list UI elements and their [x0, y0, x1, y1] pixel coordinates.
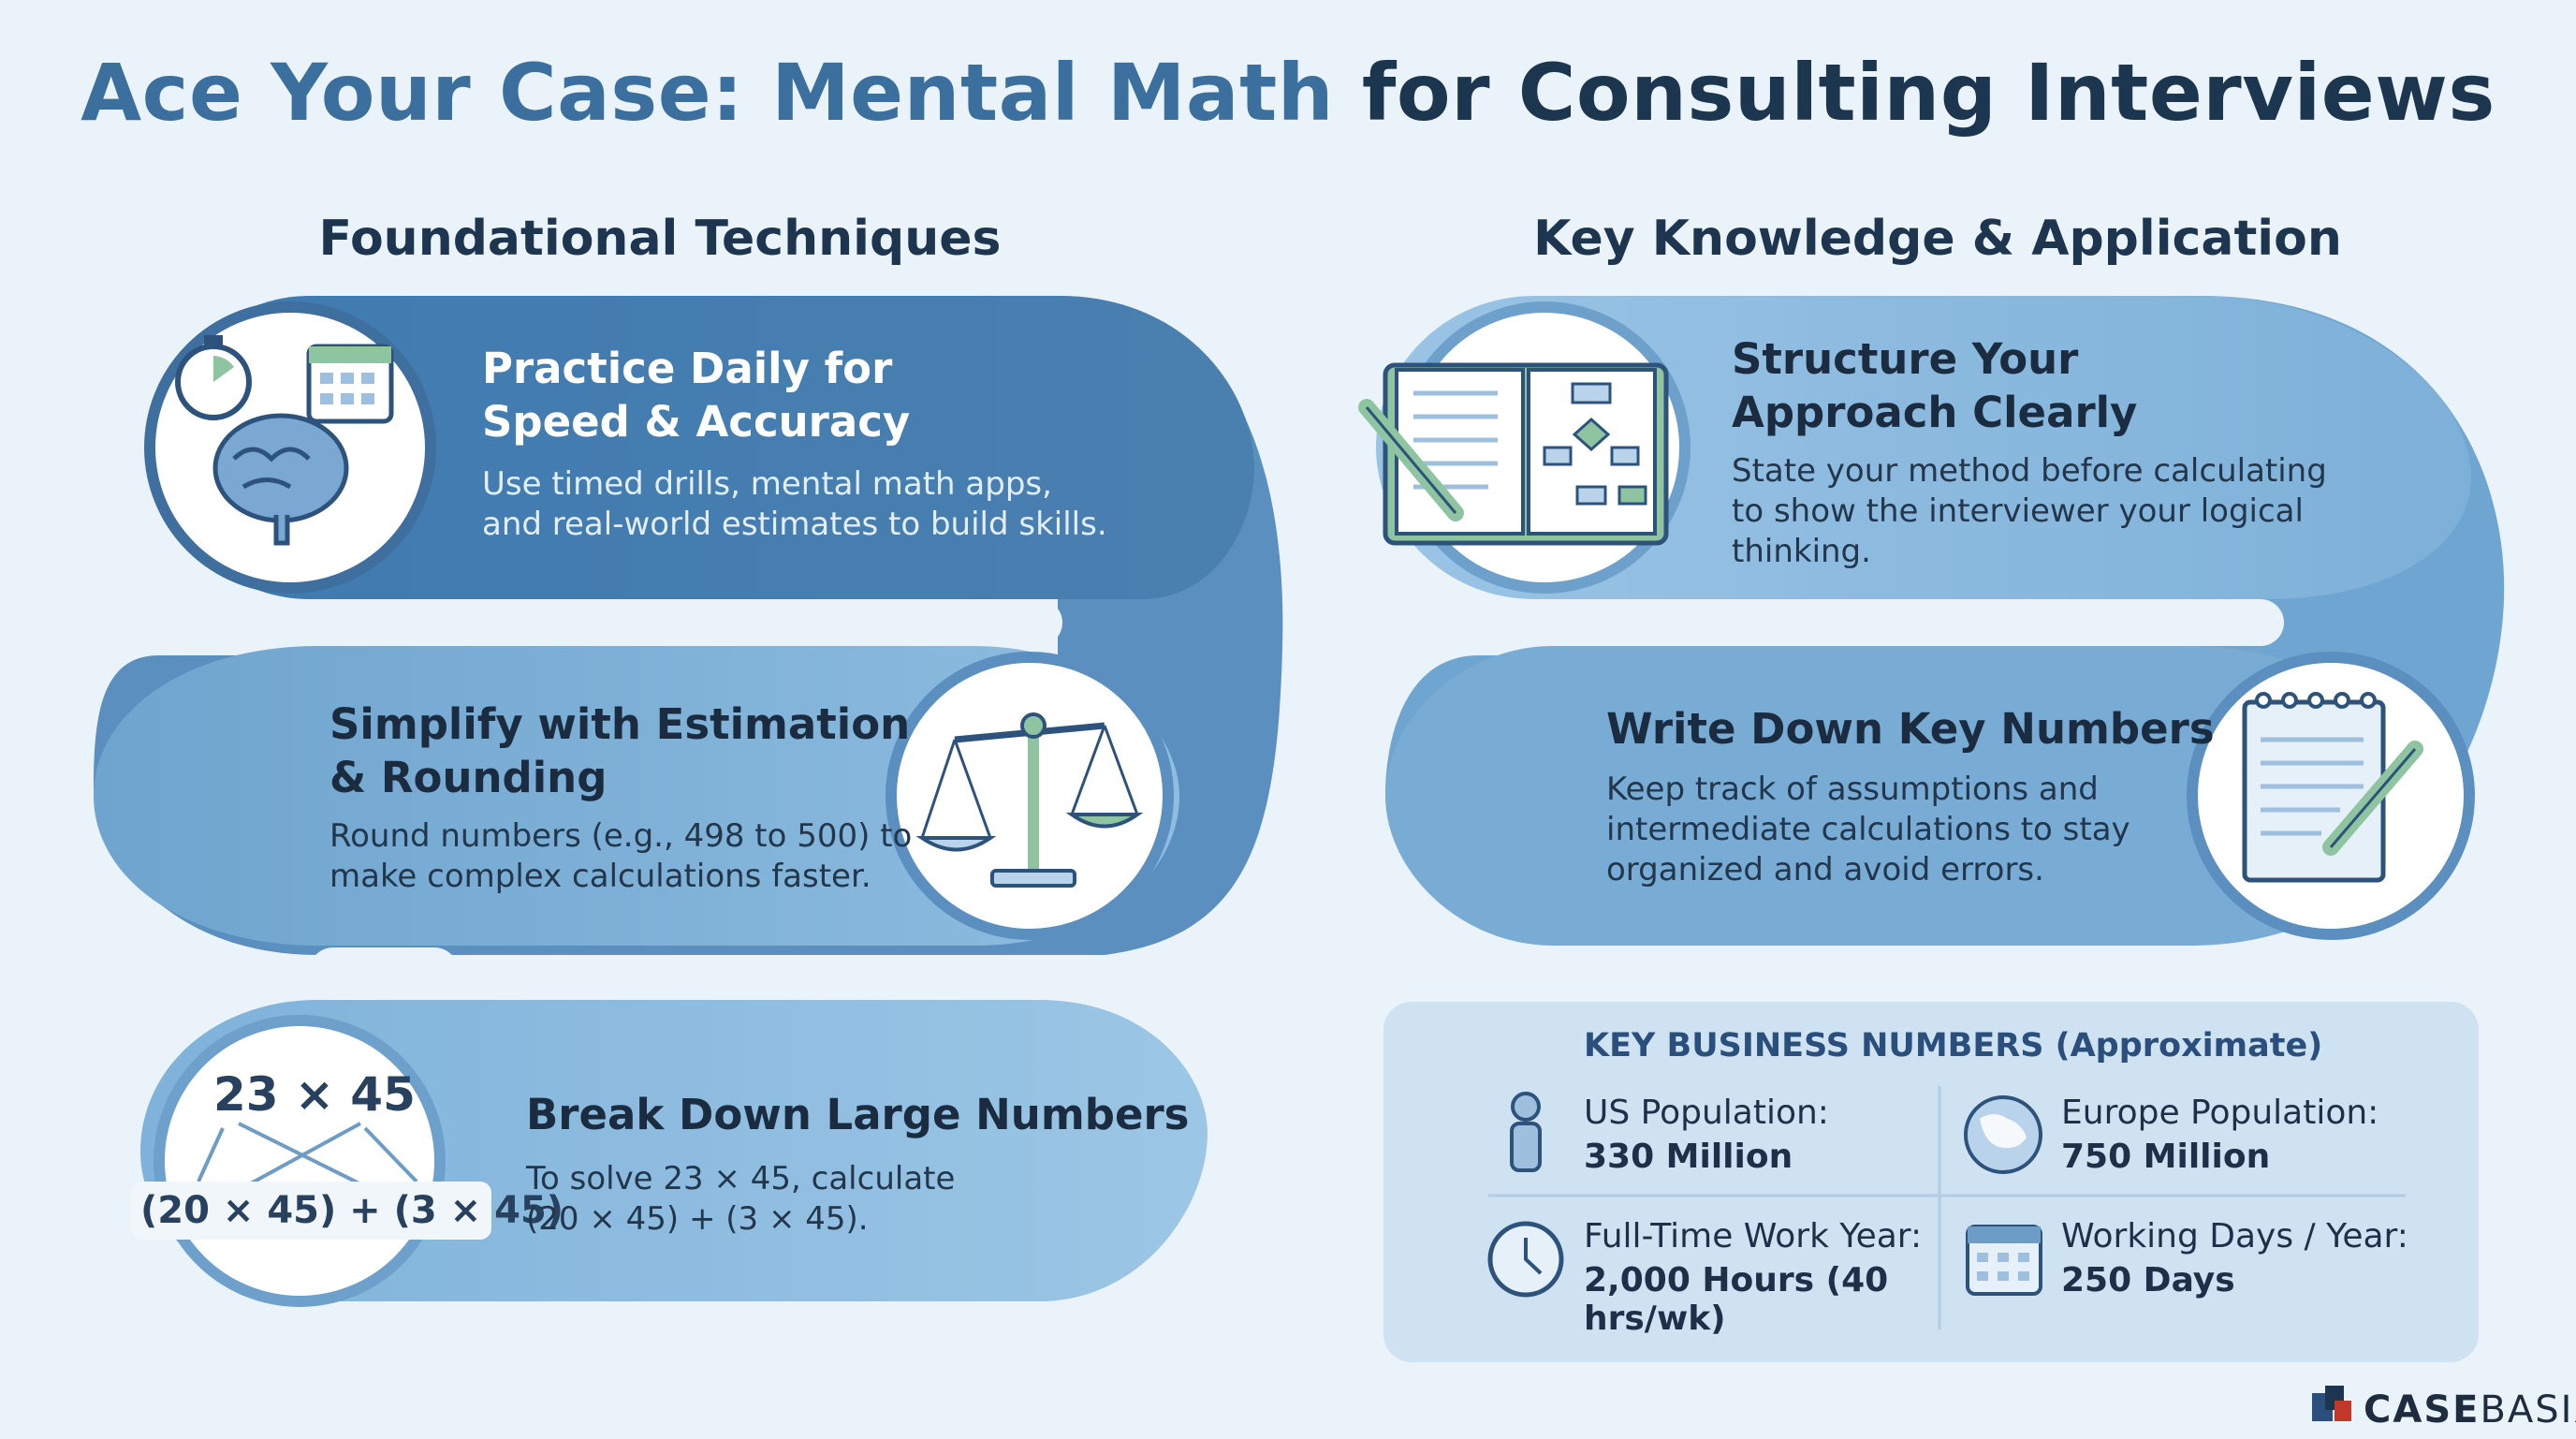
left-band-1: [150, 296, 1254, 599]
key-numbers-panel: [1383, 1002, 2479, 1362]
notebook-flowchart-icon: [1358, 301, 1690, 594]
left-card1-body: Use timed drills, mental math apps, and …: [482, 465, 1107, 543]
right-card2-body: Keep track of assumptions and intermedia…: [1606, 771, 2130, 888]
right-card1-title: Structure Your Approach Clearly: [1732, 334, 2138, 437]
right-card1-body: State your method before calculating to …: [1732, 452, 2327, 570]
calendar-icon: [1966, 1225, 2042, 1296]
key-number-working-days: Working Days / Year: 250 Days: [2061, 1217, 2408, 1300]
left-card2-body: Round numbers (e.g., 498 to 500) to make…: [329, 817, 913, 895]
key-number-work-year: Full-Time Work Year: 2,000 Hours (40 hrs…: [1584, 1217, 1923, 1338]
balance-scale-icon: [886, 652, 1174, 940]
left-card2-title: Simplify with Estimation & Rounding: [329, 699, 911, 802]
math-breakdown-icon: [131, 1015, 491, 1307]
right-band-2: [1385, 646, 2415, 946]
title-part-2: for Consulting Interviews: [1361, 47, 2496, 139]
page-title: Ace Your Case: Mental Math for Consultin…: [0, 47, 2576, 139]
left-section-heading: Foundational Techniques: [318, 211, 1002, 267]
notepad-pencil-icon: [2187, 652, 2475, 940]
key-number-europe-population: Europe Population: 750 Million: [2061, 1094, 2379, 1176]
person-icon: [1510, 1092, 1542, 1172]
logo-light: BASIX: [2480, 1388, 2576, 1432]
left-card1-title: Practice Daily for Speed & Accuracy: [482, 344, 911, 447]
logo-bold: CASE: [2364, 1388, 2481, 1432]
casebasix-logo-mark: [2312, 1386, 2351, 1421]
key-numbers-heading: KEY BUSINESS NUMBERS (Approximate): [1584, 1027, 2323, 1065]
equation-top: 23 × 45: [213, 1067, 416, 1122]
title-part-1: Ace Your Case: Mental Math: [80, 47, 1335, 139]
brain-stopwatch-calendar-icon: [144, 301, 436, 594]
casebasix-logo: CASEBASIX: [2364, 1388, 2576, 1432]
globe-europe-icon: [1964, 1095, 2042, 1174]
key-number-us-population: US Population: 330 Million: [1584, 1094, 1829, 1176]
left-card3-body: To solve 23 × 45, calculate (20 × 45) + …: [526, 1160, 956, 1238]
equation-bottom: (20 × 45) + (3 × 45): [140, 1189, 564, 1232]
right-section-heading: Key Knowledge & Application: [1533, 211, 2342, 267]
left-card3-title: Break Down Large Numbers: [526, 1090, 1190, 1139]
clock-icon: [1487, 1221, 1564, 1298]
right-card2-title: Write Down Key Numbers: [1606, 704, 2215, 754]
